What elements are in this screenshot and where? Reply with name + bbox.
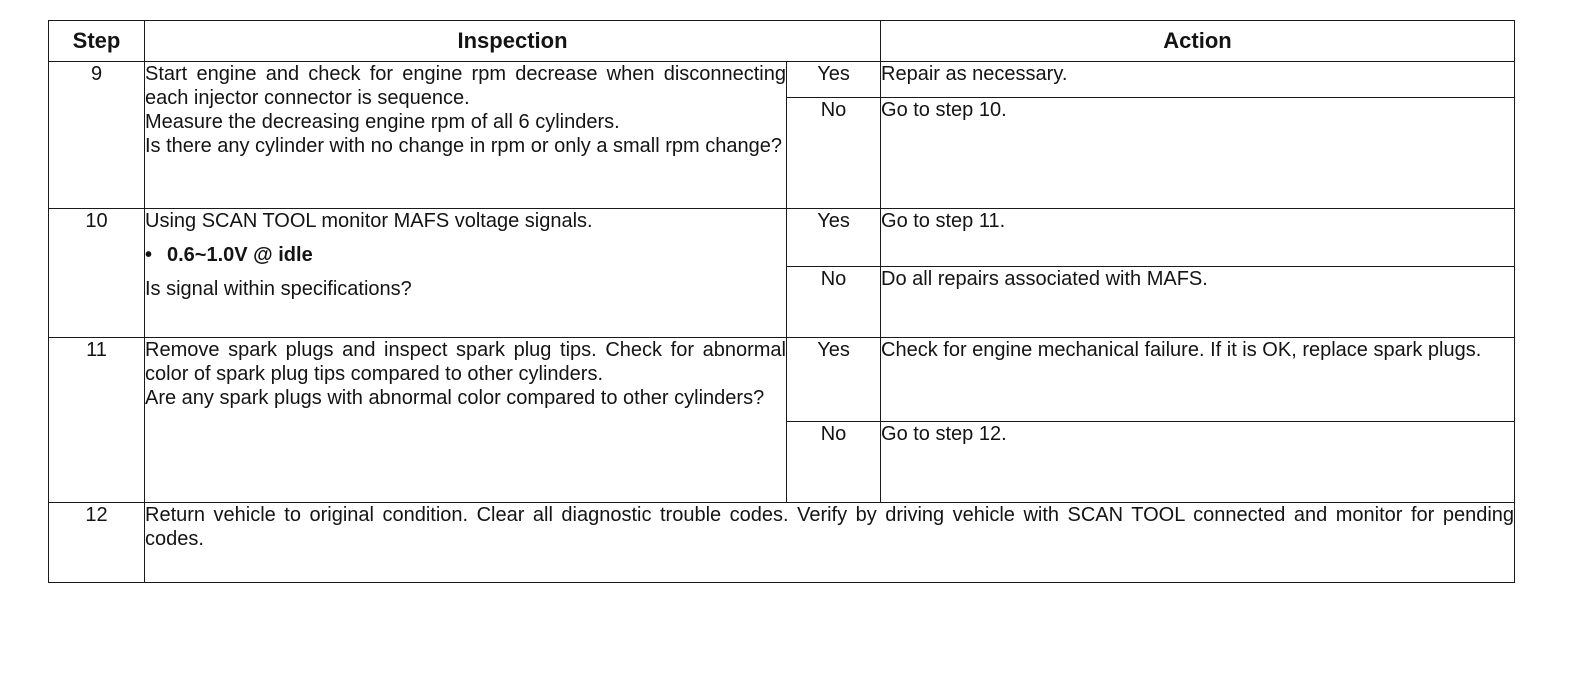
- table-row: 10 Using SCAN TOOL monitor MAFS voltage …: [48, 208, 1516, 338]
- table-row: 12 Return vehicle to original condition.…: [48, 502, 1516, 583]
- inspection-text: Measure the decreasing engine rpm of all…: [145, 111, 620, 133]
- no-label: No: [785, 97, 882, 209]
- step-number: 10: [48, 208, 145, 338]
- yes-action: Repair as necessary.: [880, 61, 1516, 98]
- inspection-cell: Start engine and check for engine rpm de…: [144, 61, 787, 209]
- yes-action: Check for engine mechanical failure. If …: [880, 337, 1516, 422]
- inspection-text: Using SCAN TOOL monitor MAFS voltage sig…: [145, 210, 593, 232]
- step-number: 12: [48, 502, 145, 583]
- inspection-text: Are any spark plugs with abnormal color …: [145, 387, 765, 409]
- no-action: Go to step 12.: [880, 421, 1516, 503]
- table-row: 11 Remove spark plugs and inspect spark …: [48, 337, 1516, 503]
- table-row: No Go to step 10.: [49, 97, 1516, 209]
- full-width-instruction: Return vehicle to original condition. Cl…: [143, 502, 1516, 583]
- inspection-text: Is there any cylinder with no change in …: [145, 135, 782, 157]
- table-header-row: Step Inspection Action: [48, 20, 1516, 62]
- table-row: No Go to step 12.: [49, 421, 1516, 503]
- yes-action: Go to step 11.: [880, 208, 1516, 267]
- table-row: 9 Start engine and check for engine rpm …: [48, 61, 1516, 209]
- inspection-cell: Remove spark plugs and inspect spark plu…: [144, 337, 787, 503]
- no-label: No: [785, 421, 882, 503]
- table-row: No Do all repairs associated with MAFS.: [49, 266, 1516, 338]
- diagnostic-table: Step Inspection Action 9 Start engine an…: [48, 20, 1516, 583]
- inspection-text: Start engine and check for engine rpm de…: [145, 63, 786, 109]
- spec-value: 0.6~1.0V @ idle: [167, 244, 313, 266]
- header-inspection: Inspection: [143, 20, 882, 62]
- inspection-cell: Using SCAN TOOL monitor MAFS voltage sig…: [144, 208, 787, 338]
- spec-line: • 0.6~1.0V @ idle: [145, 243, 786, 267]
- header-action: Action: [880, 20, 1516, 62]
- no-label: No: [785, 266, 882, 338]
- no-action: Go to step 10.: [880, 97, 1516, 209]
- step-number: 9: [48, 61, 145, 209]
- yes-label: Yes: [785, 61, 882, 98]
- yes-label: Yes: [785, 208, 882, 267]
- step-number: 11: [48, 337, 145, 503]
- inspection-text: Is signal within specifications?: [145, 278, 412, 300]
- yes-label: Yes: [785, 337, 882, 422]
- no-action: Do all repairs associated with MAFS.: [880, 266, 1516, 338]
- header-step: Step: [48, 20, 145, 62]
- bullet-icon: •: [145, 244, 153, 266]
- inspection-text: Remove spark plugs and inspect spark plu…: [145, 339, 786, 385]
